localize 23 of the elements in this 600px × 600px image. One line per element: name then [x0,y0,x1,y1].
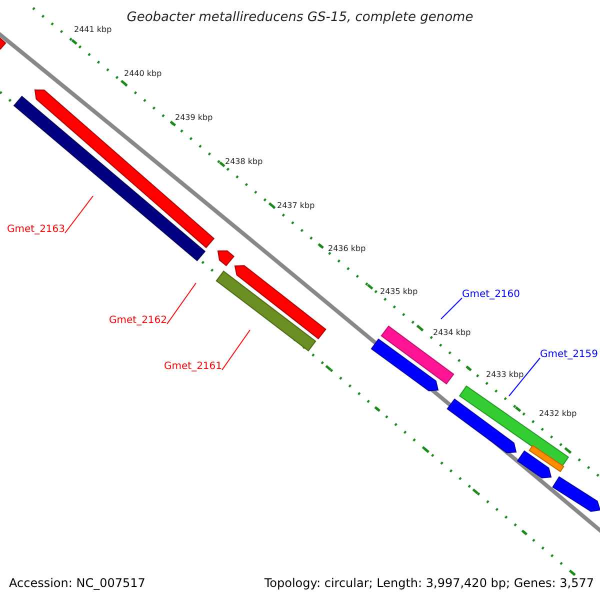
gene-label: Gmet_2160 [462,287,520,302]
scale-tick-label: 2441 kbp [74,24,112,36]
leader-line [508,358,540,396]
scale-tick-label: 2432 kbp [539,408,577,420]
leader-line [64,196,94,234]
scale-tick-label: 2433 kbp [486,369,524,381]
gene-label: Gmet_2163 [7,222,66,237]
title: Geobacter metallireducens GS-15, complete genome [126,9,474,27]
scale-tick-label: 2440 kbp [124,68,162,80]
scale-tick-label: 2435 kbp [380,286,418,298]
scale-tick-label: 2437 kbp [277,200,315,212]
gene-label: Gmet_2162 [109,313,168,328]
scale-tick-label: 2436 kbp [328,243,366,255]
gene-label: Gmet_2159 [540,347,598,362]
scale-tick-label: 2438 kbp [225,156,263,168]
accession-text: Accession: NC_007517 [9,575,146,592]
leader-line [166,282,196,324]
gene-label: Gmet_2161 [164,359,222,374]
leader-line [440,298,462,320]
scale-tick-label: 2439 kbp [175,112,213,124]
genome-summary-text: Topology: circular; Length: 3,997,420 bp; Genes: 3,577 [264,575,594,592]
leader-line [222,330,250,370]
scale-tick-label: 2434 kbp [433,327,471,339]
